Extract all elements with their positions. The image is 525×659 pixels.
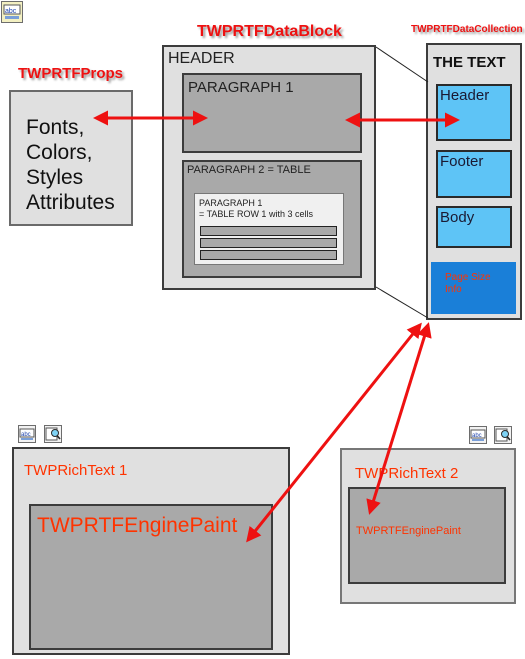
richtext1-engine-box: TWPRTFEnginePaint <box>29 504 273 650</box>
paragraph1-box: PARAGRAPH 1 <box>182 73 362 153</box>
table-cell <box>200 226 337 236</box>
richtext1-title: TWPRichText 1 <box>24 462 128 479</box>
richtext2-engine-box: TWPRTFEnginePaint <box>348 487 506 584</box>
zoom-guide-line <box>375 286 429 319</box>
collection-item-body: Body <box>436 206 512 248</box>
zoom-guide-line <box>375 46 429 83</box>
collection-item-header-label: Header <box>440 87 490 104</box>
collection-item-footer: Footer <box>436 150 512 198</box>
props-box: Fonts, Colors, Styles Attributes <box>9 90 133 226</box>
props-line-attributes: Attributes <box>26 191 115 214</box>
richtext-component-icon: abc <box>1 1 23 23</box>
props-title: TWPRTFProps <box>18 65 123 82</box>
collection-title: TWPRTFDataCollection <box>411 24 523 35</box>
svg-text:abc: abc <box>21 432 31 438</box>
paragraph1-label: PARAGRAPH 1 <box>188 79 294 96</box>
collection-heading: THE TEXT <box>433 54 506 71</box>
inspector-component-icon <box>44 425 62 443</box>
table-row-box: PARAGRAPH 1 = TABLE ROW 1 with 3 cells <box>194 193 344 265</box>
richtext2-engine-label: TWPRTFEnginePaint <box>356 525 461 537</box>
table-cell <box>200 238 337 248</box>
collection-item-body-label: Body <box>440 209 475 226</box>
props-line-fonts: Fonts, <box>26 116 85 139</box>
collection-item-header: Header <box>436 84 512 141</box>
richtext1-engine-label: TWPRTFEnginePaint <box>37 514 238 537</box>
collection-item-footer-label: Footer <box>440 153 484 170</box>
pagesize-line1: Page Size <box>445 272 491 283</box>
richtext-component-icon: abc <box>18 425 36 443</box>
paragraph2-label: PARAGRAPH 2 = TABLE <box>187 164 311 176</box>
table-row-line1: PARAGRAPH 1 <box>199 198 263 208</box>
richtext2-title: TWPRichText 2 <box>355 465 459 482</box>
table-cell <box>200 250 337 260</box>
inspector-component-icon <box>494 426 512 444</box>
pagesize-line2: Info <box>445 284 462 295</box>
svg-text:abc: abc <box>472 433 482 439</box>
datablock-header-label: HEADER <box>168 50 235 67</box>
datablock-title: TWPRTFDataBlock <box>197 23 342 40</box>
table-row-line2: = TABLE ROW 1 with 3 cells <box>199 209 313 219</box>
props-line-styles: Styles <box>26 166 84 189</box>
props-line-colors: Colors, <box>26 141 93 164</box>
richtext-component-icon: abc <box>469 426 487 444</box>
svg-text:abc: abc <box>5 8 17 15</box>
pagesize-info-box: Page Size Info <box>431 262 516 314</box>
